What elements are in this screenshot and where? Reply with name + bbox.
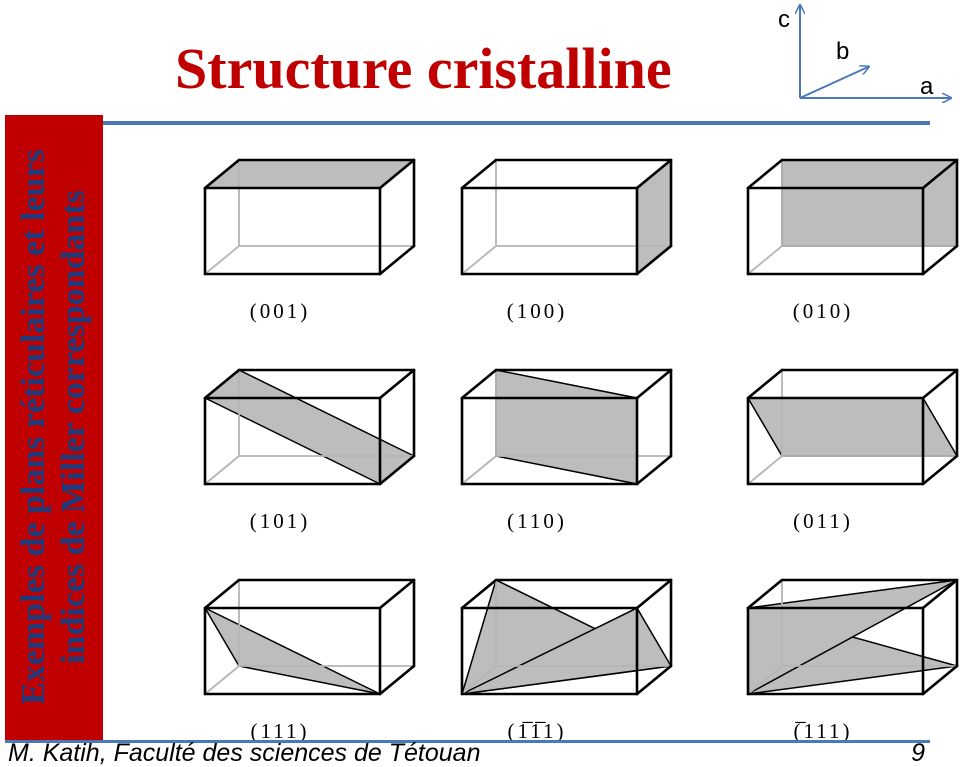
- hidden-edge-0: [747, 245, 783, 275]
- cube-edge-4: [746, 368, 784, 400]
- top-rule: [103, 121, 930, 125]
- miller-index-label: (011): [793, 509, 853, 533]
- plane-face-111-0: [204, 607, 381, 695]
- cube-diagram-011: (011): [746, 368, 959, 533]
- axis-label-c: c: [778, 6, 790, 33]
- cube-edge-6: [378, 578, 416, 610]
- cube-edge-7: [378, 454, 416, 486]
- plane-face-010-0: [781, 159, 958, 247]
- miller-index-label: (001): [250, 299, 311, 323]
- hidden-edge-0: [204, 245, 240, 275]
- cube-edge-7: [635, 664, 673, 696]
- cube-edge-7: [378, 664, 416, 696]
- hidden-edge-0: [747, 455, 783, 485]
- bottom-rule: [5, 740, 930, 743]
- hidden-edge-0: [461, 665, 497, 695]
- cube-edge-6: [921, 368, 959, 400]
- sidebar-banner: Exemples de plans réticulaires et leurs …: [5, 115, 103, 740]
- slide-title: Structure cristalline: [175, 36, 672, 101]
- cube-edge-7: [921, 454, 959, 486]
- miller-index-label: (111): [251, 719, 310, 743]
- axes-icon: c b a: [778, 0, 960, 110]
- miller-index-label: (010): [793, 299, 854, 323]
- miller-planes-grid: (001) (100) (010) (101) (110) (011) (111) (1̅1̅…: [203, 158, 959, 743]
- hidden-edge-0: [204, 455, 240, 485]
- cube-edge-6: [635, 578, 673, 610]
- cube-diagram-101: (101): [203, 368, 416, 533]
- plane-face--1-11-1: [461, 607, 672, 695]
- plane-face-110-0: [495, 369, 638, 485]
- cube-edge-6: [378, 368, 416, 400]
- cube-edge-6: [921, 158, 959, 190]
- b-axis-arrow: [799, 67, 868, 99]
- sidebar-caption: Exemples de plans réticulaires et leurs …: [14, 149, 94, 705]
- cube-edge-7: [635, 244, 673, 276]
- cube-edge-6: [921, 578, 959, 610]
- hidden-edge-0: [461, 245, 497, 275]
- miller-index-label: (101): [250, 509, 311, 533]
- cube-diagram--111: (̅111): [746, 578, 959, 743]
- cube-diagram-110: (110): [460, 368, 673, 533]
- cube-edge-6: [635, 368, 673, 400]
- sidebar-caption-line-2: indices de Miller correspondants: [55, 190, 92, 664]
- plane-face-101-0: [204, 369, 415, 485]
- cube-edge-7: [635, 454, 673, 486]
- cube-edge-4: [460, 578, 498, 610]
- plane-face-011-0: [747, 397, 958, 457]
- sidebar-caption-line-1: Exemples de plans réticulaires et leurs: [15, 149, 52, 705]
- hidden-edge-0: [204, 665, 240, 695]
- cube-edge-6: [378, 158, 416, 190]
- plane-face-100-0: [636, 159, 672, 275]
- miller-index-label: (1̅1̅1): [508, 719, 567, 743]
- cube-diagram-010: (010): [746, 158, 959, 323]
- miller-index-label: (̅111): [794, 719, 853, 743]
- cube-edge-4: [460, 368, 498, 400]
- cube-diagram-100: (100): [460, 158, 673, 323]
- cube-edge-4: [203, 578, 241, 610]
- plane-face-001-0: [204, 159, 415, 189]
- axis-label-b: b: [836, 38, 849, 65]
- hidden-edge-0: [461, 455, 497, 485]
- cube-edge-4: [746, 578, 784, 610]
- cube-edge-7: [921, 244, 959, 276]
- cube-edge-6: [635, 158, 673, 190]
- axis-label-a: a: [920, 73, 934, 100]
- hidden-edge-0: [747, 665, 783, 695]
- footer-author: M. Katih, Faculté des sciences de Tétoua…: [8, 739, 481, 767]
- cube-edge-4: [203, 158, 241, 190]
- cube-edge-4: [203, 368, 241, 400]
- cube-edge-7: [921, 664, 959, 696]
- cube-edge-7: [378, 244, 416, 276]
- cube-edge-4: [460, 158, 498, 190]
- page-number: 9: [911, 739, 925, 767]
- cube-diagram-111: (111): [203, 578, 416, 743]
- cube-edge-4: [746, 158, 784, 190]
- cube-diagram-001: (001): [203, 158, 416, 323]
- cube-diagram--1-11: (1̅1̅1): [460, 578, 673, 743]
- miller-index-label: (100): [507, 299, 568, 323]
- miller-index-label: (110): [507, 509, 567, 533]
